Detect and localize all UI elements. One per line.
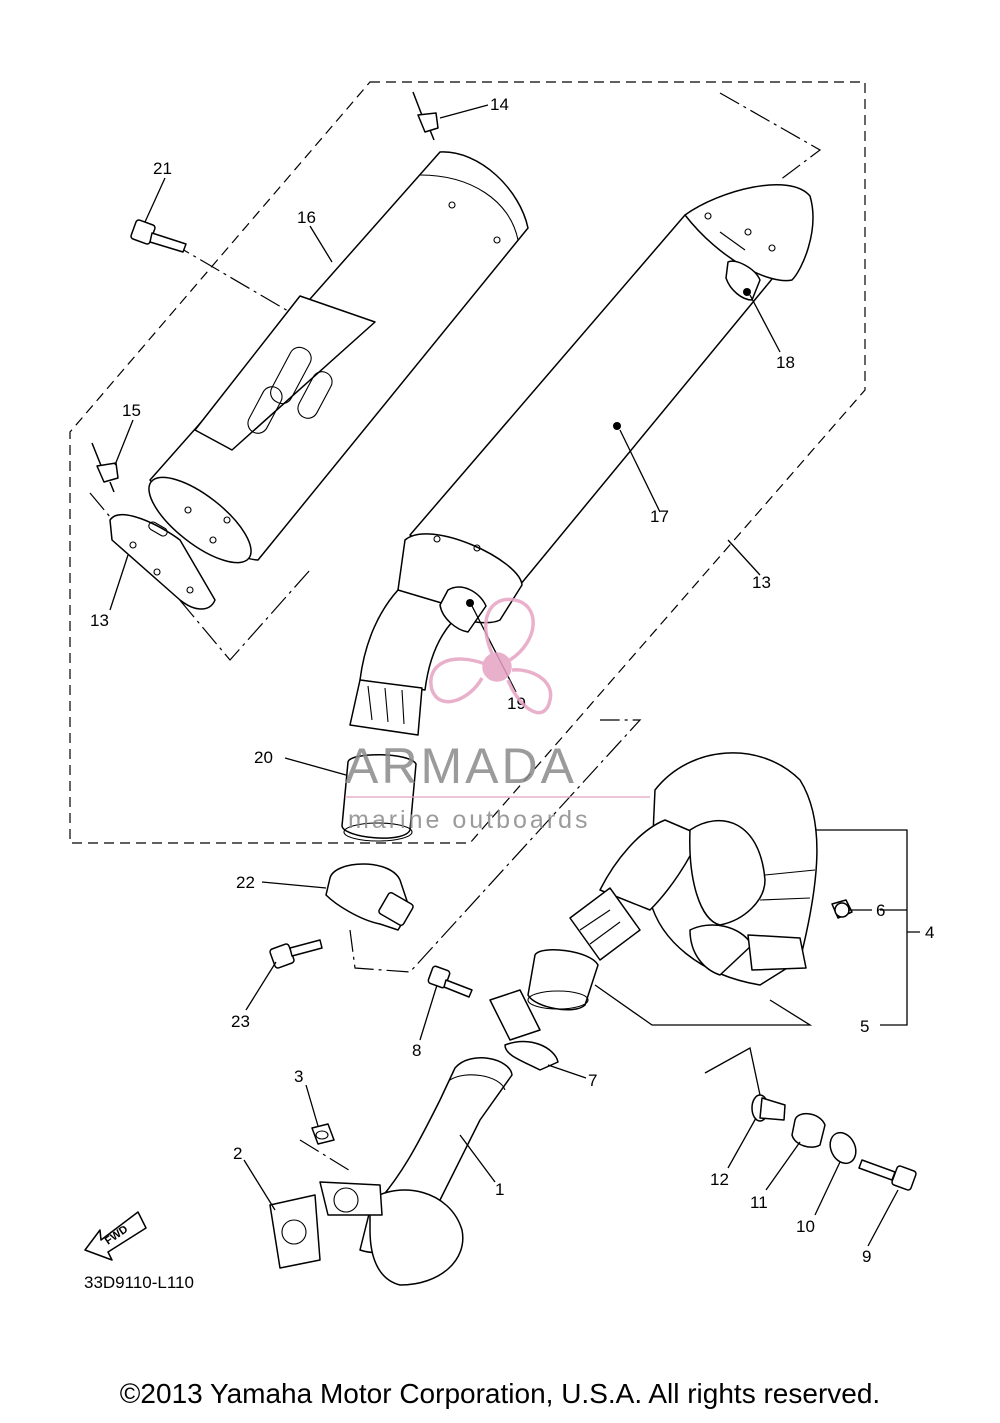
callout-6: 6 (876, 901, 885, 920)
alignment-line-silencer (719, 92, 822, 181)
watermark-brand: ARMADA (345, 738, 577, 794)
bracket-4 (815, 829, 920, 1026)
callout-12: 12 (710, 1170, 729, 1189)
alignment-line-clamp (349, 719, 642, 973)
callout-4: 4 (925, 923, 934, 942)
propeller-logo-icon (429, 597, 553, 715)
collar-12 (751, 1094, 786, 1122)
washer-10 (829, 1131, 857, 1165)
callout-3: 3 (294, 1067, 303, 1086)
nut-3 (311, 1123, 335, 1145)
gasket-2 (269, 1194, 321, 1269)
leader-lines (109, 104, 899, 1247)
muffler-assembly-boundary (69, 81, 866, 844)
callout-5: 5 (860, 1017, 869, 1036)
callout-2: 2 (233, 1144, 242, 1163)
callout-20: 20 (254, 748, 273, 767)
callout-7: 7 (588, 1071, 597, 1090)
diagram-code: 33D9110-L110 (84, 1273, 194, 1292)
forward-arrow-icon: FWD (84, 1211, 147, 1261)
callout-16: 16 (297, 208, 316, 227)
leader-13 (727, 539, 761, 576)
grommet-6 (831, 899, 853, 919)
callout-1: 1 (495, 1180, 504, 1199)
heat-protector-16 (148, 151, 529, 564)
callout-22: 22 (236, 873, 255, 892)
callout-23: 23 (231, 1012, 250, 1031)
bolt-21 (130, 219, 187, 253)
callout-17: 17 (650, 507, 669, 526)
callout-15-upper: 14 (490, 95, 509, 114)
callout-9: 9 (862, 1247, 871, 1266)
watermark-tagline: marine outboards (348, 806, 591, 834)
callout-19: 18 (776, 353, 795, 372)
callout-13: 13 (752, 573, 771, 592)
callout-10: 10 (796, 1217, 815, 1236)
callout-15-lower: 15 (122, 401, 141, 420)
bolt-23 (269, 939, 323, 969)
bolt-9 (858, 1159, 917, 1191)
copyright-notice: ©2013 Yamaha Motor Corporation, U.S.A. A… (119, 1378, 881, 1409)
callout-18: 19 (507, 694, 526, 713)
gasket-pipe-joint (527, 949, 599, 1011)
armada-watermark: ARMADA marine outboards (345, 597, 650, 834)
leader-5 (594, 984, 813, 1026)
callout-14: 13 (90, 611, 109, 630)
rivet-15-upper (412, 91, 439, 141)
clamp-22 (325, 863, 414, 931)
exhaust-pipe-1 (319, 1057, 513, 1286)
bolt-8 (427, 965, 473, 998)
callout-labels: 14 21 16 15 13 18 17 13 19 20 22 23 8 7 … (84, 95, 934, 1292)
callout-21: 21 (153, 159, 172, 178)
silencer-17 (349, 184, 814, 736)
exhaust-pipe-5 (569, 752, 818, 986)
alignment-line-mounting (704, 1047, 761, 1096)
clamp-7 (489, 989, 559, 1071)
rivet-15-lower (91, 442, 119, 493)
callout-8: 8 (412, 1041, 421, 1060)
alignment-line-bolt-21 (169, 241, 301, 319)
protector-band-14 (109, 514, 216, 610)
callout-11: 11 (750, 1193, 768, 1212)
damper-11 (791, 1113, 826, 1148)
alignment-line-head-pipe (299, 1139, 353, 1173)
